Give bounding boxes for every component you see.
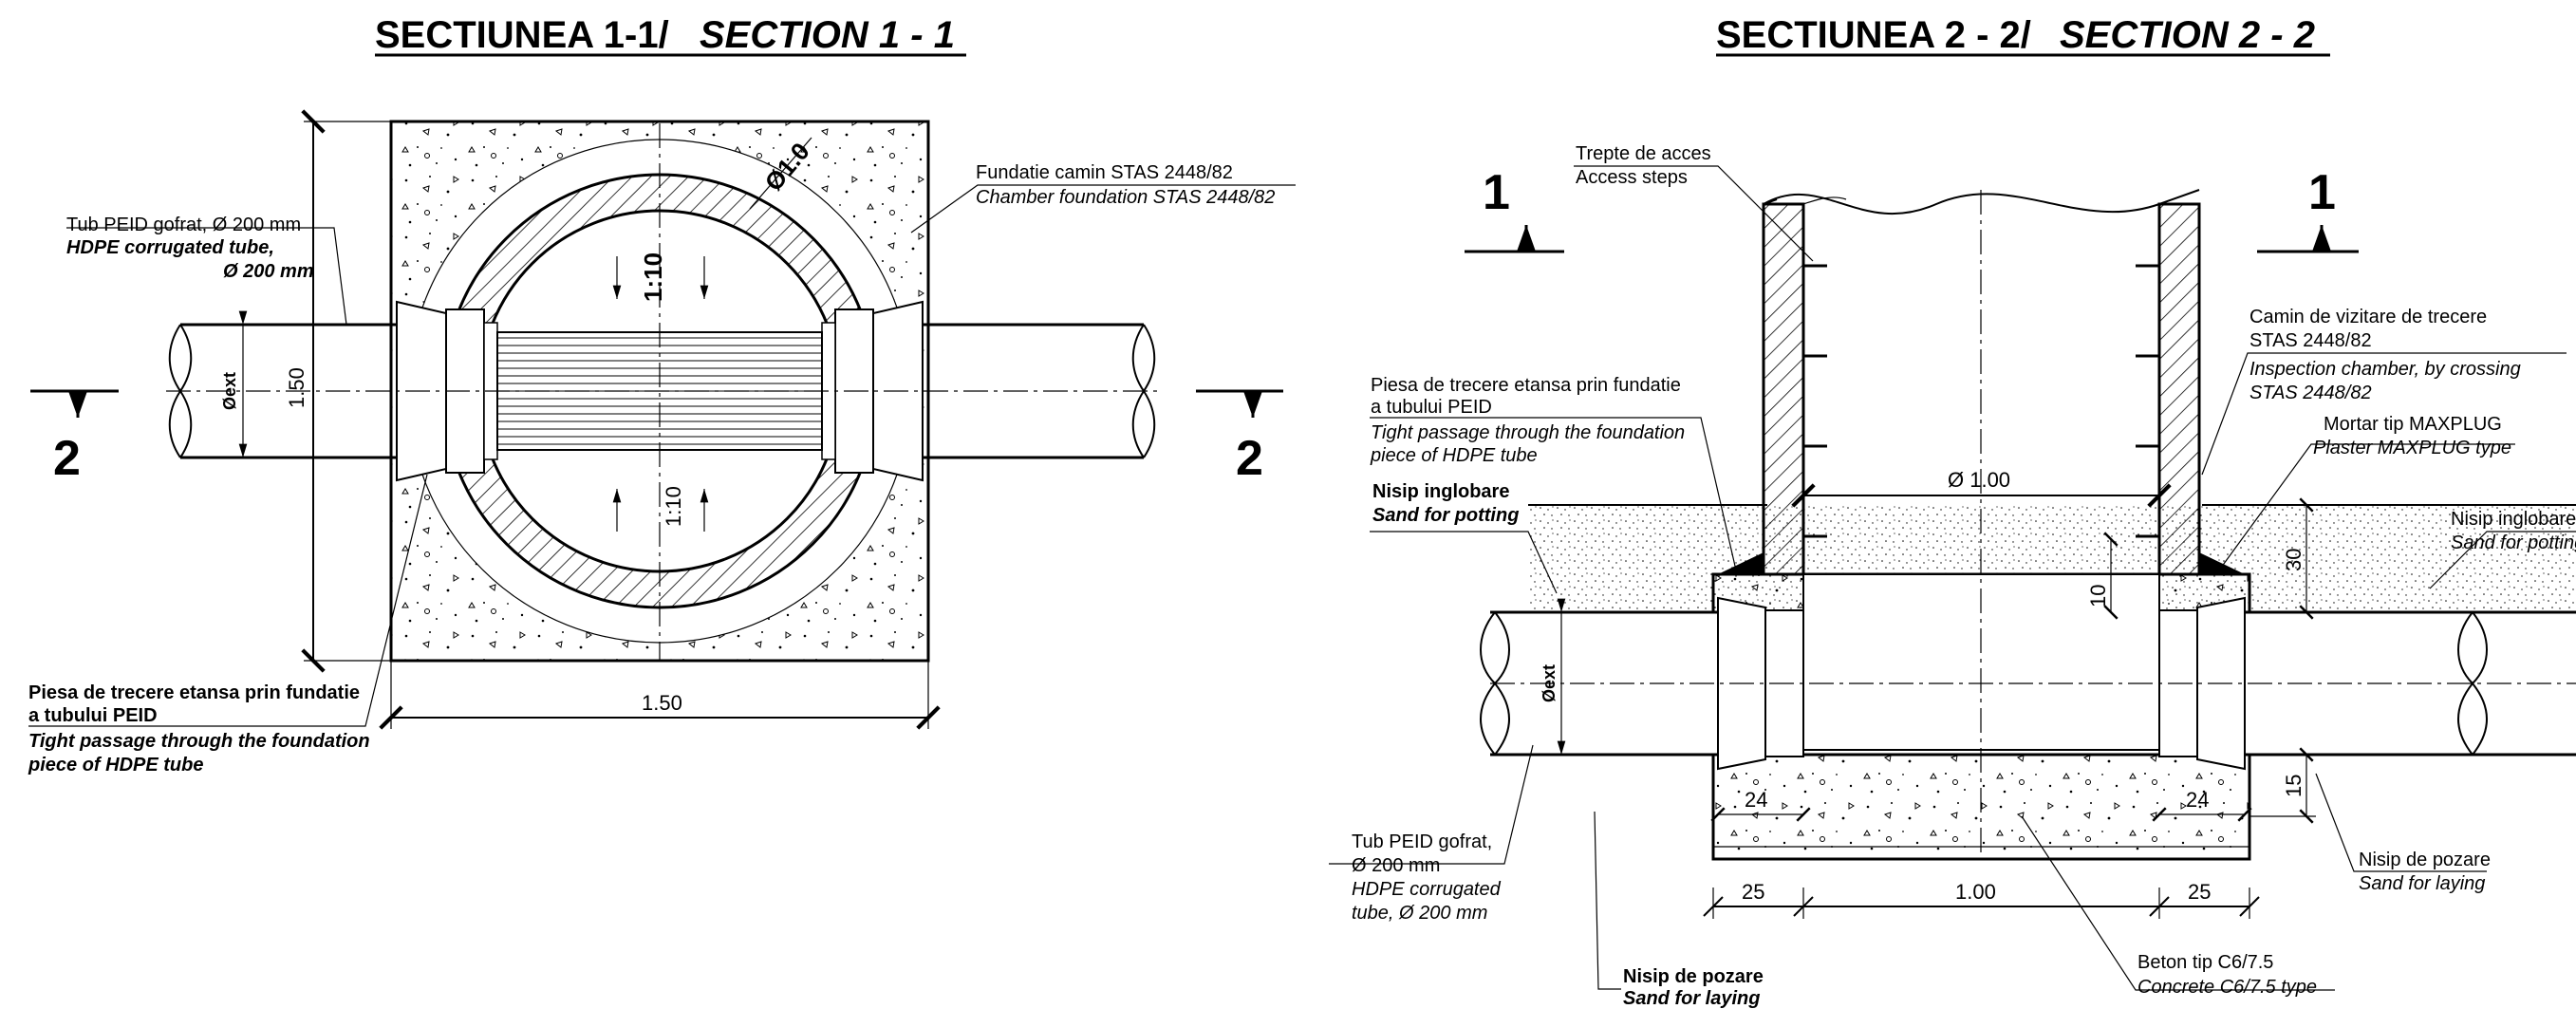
piece-label-en1-s2: Tight passage through the foundation bbox=[1371, 422, 1685, 443]
foundation-label-ro: Fundatie camin STAS 2448/82 bbox=[976, 162, 1233, 183]
tube-label-en1-s1: HDPE corrugated tube, bbox=[66, 237, 274, 258]
chamber-label-ro1: Camin de vizitare de trecere bbox=[2249, 307, 2487, 327]
section-1-1: SECTIUNEA 1-1/ SECTION 1 - 1 bbox=[28, 14, 1296, 775]
steps-label-en: Access steps bbox=[1576, 167, 1688, 188]
tube-label-ro1-s2: Tub PEID gofrat, bbox=[1352, 831, 1492, 852]
section-tag-right-s2: 1 bbox=[2257, 165, 2359, 253]
sand-lay-label-ro-right: Nisip de pozare bbox=[2359, 850, 2491, 870]
chamber-break-line bbox=[1763, 193, 2160, 215]
leader-concrete bbox=[2021, 815, 2335, 991]
leader-sand-lay-right bbox=[2315, 773, 2487, 872]
pipe-right-outline bbox=[921, 323, 1144, 459]
svg-text:1: 1 bbox=[2308, 165, 2336, 220]
tube-label-en2-s2: tube, Ø 200 mm bbox=[1352, 903, 1487, 924]
leader-tube-s1 bbox=[66, 227, 347, 326]
sand-pot-label-en-left: Sand for potting bbox=[1372, 505, 1519, 526]
piece-label-en1-s1: Tight passage through the foundation bbox=[28, 731, 370, 752]
chamber-label-en2: STAS 2448/82 bbox=[2249, 383, 2372, 403]
sand-pot-label-ro-right: Nisip inglobare bbox=[2451, 509, 2576, 530]
section2-title-en: SECTION 2 - 2 bbox=[2060, 14, 2315, 56]
chamber-wall-right bbox=[2157, 202, 2201, 576]
section1-title-ro: SECTIUNEA 1-1/ bbox=[375, 14, 669, 56]
chamber-label-ro2: STAS 2448/82 bbox=[2249, 330, 2372, 351]
sand-lay-label-en-bottom: Sand for laying bbox=[1623, 988, 1760, 1009]
height-label: 1.50 bbox=[285, 367, 308, 408]
mortar-label-en: Plaster MAXPLUG type bbox=[2313, 438, 2511, 458]
chamber-label-en1: Inspection chamber, by crossing bbox=[2249, 359, 2521, 380]
slope-arrows-top bbox=[612, 256, 709, 532]
chamber-wall-left bbox=[1762, 202, 1805, 576]
piece-label-ro2-s2: a tubului PEID bbox=[1371, 397, 1492, 418]
dim-15-label: 15 bbox=[2282, 775, 2305, 797]
section-tag-left-s2: 1 bbox=[1465, 165, 1564, 253]
tube-label-en2-s1: Ø 200 mm bbox=[223, 261, 314, 282]
concrete-label-ro: Beton tip C6/7.5 bbox=[2137, 952, 2273, 973]
tube-label-ro2-s2: Ø 200 mm bbox=[1352, 855, 1440, 876]
dext-label: Øext bbox=[220, 372, 239, 410]
sand-pot-label-en-right: Sand for potting bbox=[2451, 533, 2576, 553]
section2-title-ro: SECTIUNEA 2 - 2/ bbox=[1716, 14, 2031, 56]
section-2-2: SECTIUNEA 2 - 2/ SECTION 2 - 2 bbox=[1329, 14, 2576, 1009]
sand-lay-label-en-right: Sand for laying bbox=[2359, 873, 2485, 894]
mortar-left bbox=[1718, 552, 1764, 574]
access-steps bbox=[1803, 264, 2159, 538]
dim-100-label: 1.00 bbox=[1955, 880, 1996, 904]
dext-label-s2: Øext bbox=[1540, 664, 1559, 702]
leader-sand-pot-left bbox=[1370, 531, 1558, 594]
tube-label-ro-s1: Tub PEID gofrat, Ø 200 mm bbox=[66, 215, 301, 235]
dim-24-left-label: 24 bbox=[1745, 788, 1767, 812]
leader-sand-lay-bottom bbox=[1594, 811, 1621, 990]
svg-text:1: 1 bbox=[1483, 165, 1510, 220]
leader-piece-s1 bbox=[28, 474, 428, 727]
svg-text:2: 2 bbox=[53, 431, 81, 486]
piece-label-ro2-s1: a tubului PEID bbox=[28, 705, 158, 726]
tube-label-en1-s2: HDPE corrugated bbox=[1352, 879, 1502, 900]
leader-sand-pot-right bbox=[2429, 531, 2576, 589]
dim-25-right-label: 25 bbox=[2188, 880, 2211, 904]
leader-chamber bbox=[2201, 352, 2567, 476]
piece-label-en2-s2: piece of HDPE tube bbox=[1370, 445, 1538, 466]
leader-tube-s2 bbox=[1329, 744, 1534, 865]
leader-piece-s2 bbox=[1370, 417, 1738, 575]
slope-label-top: 1:10 bbox=[639, 252, 667, 302]
section-tag-right-s1: 2 bbox=[1196, 389, 1283, 486]
concrete-label-en: Concrete C6/7.5 type bbox=[2137, 977, 2317, 998]
dim-30-label: 30 bbox=[2282, 549, 2305, 571]
piece-label-en2-s1: piece of HDPE tube bbox=[28, 755, 203, 775]
dim-10-label: 10 bbox=[2086, 585, 2110, 607]
foundation-label-en: Chamber foundation STAS 2448/82 bbox=[976, 187, 1275, 208]
inner-diameter-label: Ø 1.00 bbox=[1948, 468, 2010, 492]
leader-steps bbox=[1574, 165, 1814, 262]
mortar-right bbox=[2199, 552, 2245, 574]
pipe-left-outline bbox=[180, 323, 399, 459]
mortar-label-ro: Mortar tip MAXPLUG bbox=[2324, 414, 2502, 435]
svg-text:2: 2 bbox=[1236, 431, 1263, 486]
width-label: 1.50 bbox=[642, 691, 682, 715]
sand-lay-label-ro-bottom: Nisip de pozare bbox=[1623, 966, 1764, 987]
sand-pot-label-ro-left: Nisip inglobare bbox=[1372, 481, 1509, 502]
steps-label-ro: Trepte de acces bbox=[1576, 143, 1711, 164]
leader-foundation-s1 bbox=[910, 184, 1296, 234]
dim-24-right-label: 24 bbox=[2186, 788, 2209, 812]
section-tag-left-s1: 2 bbox=[30, 389, 119, 486]
leader-mortar bbox=[2220, 443, 2515, 569]
section1-title-en: SECTION 1 - 1 bbox=[700, 14, 955, 56]
dim-25-left-label: 25 bbox=[1742, 880, 1764, 904]
slope-label-bottom: 1:10 bbox=[662, 486, 685, 527]
piece-label-ro1-s2: Piesa de trecere etansa prin fundatie bbox=[1371, 375, 1681, 396]
piece-label-ro1-s1: Piesa de trecere etansa prin fundatie bbox=[28, 682, 360, 703]
